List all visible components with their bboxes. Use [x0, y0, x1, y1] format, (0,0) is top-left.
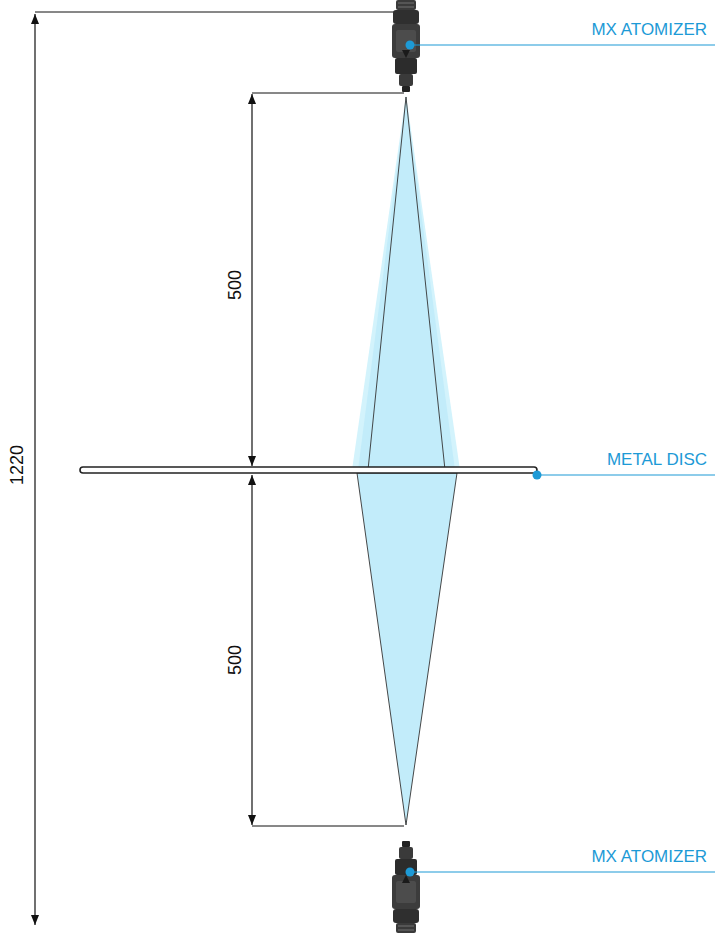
spray-cone — [358, 97, 455, 470]
callout-label: MX ATOMIZER — [591, 848, 707, 867]
leader-dot — [533, 471, 542, 480]
leader-dot — [406, 868, 415, 877]
leader-line — [410, 871, 715, 872]
callout-label: MX ATOMIZER — [591, 21, 707, 40]
spray-edge — [368, 97, 406, 470]
metal-disc — [80, 467, 537, 473]
atomizer-top — [392, 0, 420, 92]
extension-line — [252, 93, 404, 94]
dimension-value: 1220 — [8, 445, 28, 485]
dimension-line — [34, 14, 35, 925]
callout-label: METAL DISC — [607, 451, 707, 470]
spray-halo — [352, 95, 460, 470]
spray-cone — [357, 473, 457, 825]
atomizer-bottom — [392, 841, 420, 933]
extension-line — [35, 12, 395, 13]
dimension-line — [251, 94, 252, 466]
dimension-value: 500 — [226, 270, 246, 300]
dimension-line — [251, 475, 252, 825]
leader-dot — [406, 41, 415, 50]
leader-line — [537, 474, 715, 475]
leader-line — [410, 44, 715, 45]
dimension-value: 500 — [226, 645, 246, 675]
spray-edge — [406, 97, 445, 470]
extension-line — [252, 826, 404, 827]
